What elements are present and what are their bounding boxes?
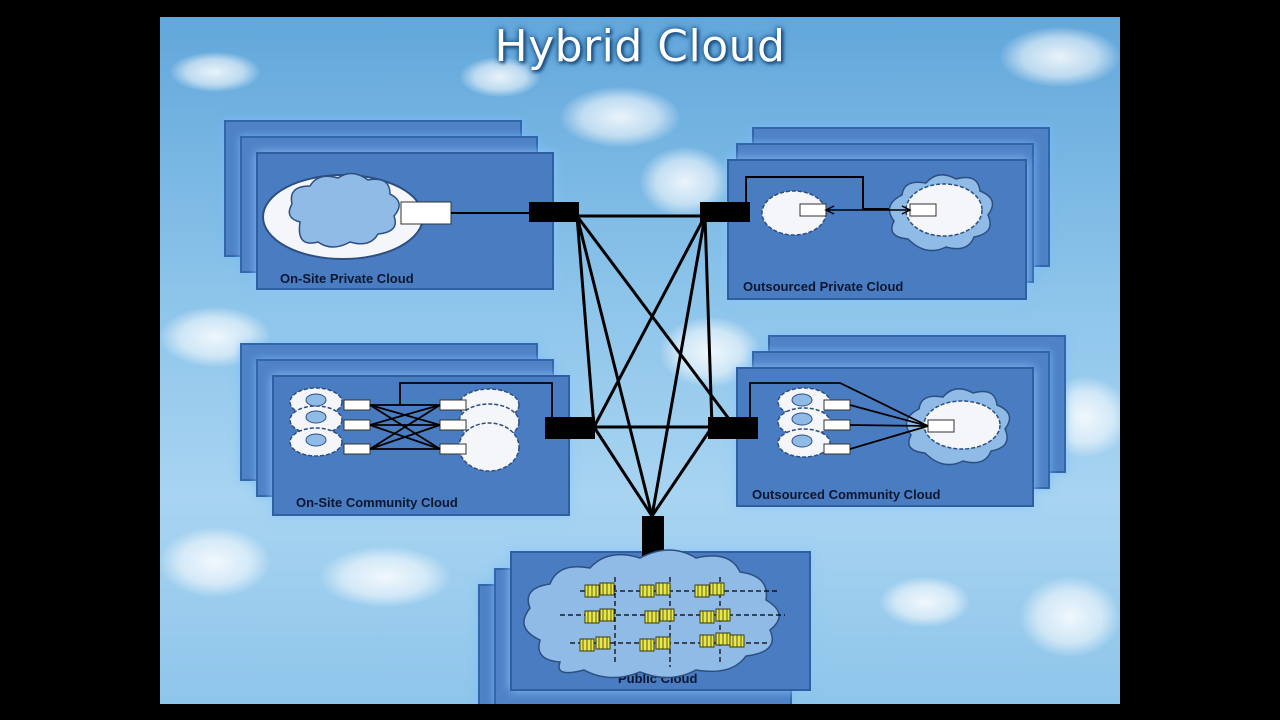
sky-cloud-decoration bbox=[170, 52, 260, 92]
sky-cloud-decoration bbox=[1020, 577, 1120, 657]
onsite-community-cloud-diagram bbox=[289, 382, 595, 472]
onsite-private-cloud-diagram bbox=[262, 172, 579, 260]
outsourced-community-cloud-diagram bbox=[708, 382, 1011, 466]
onsite-private-cloud-label: On-Site Private Cloud bbox=[280, 271, 414, 286]
outsourced-private-cloud-label: Outsourced Private Cloud bbox=[743, 279, 904, 294]
sky-cloud-decoration bbox=[160, 527, 270, 597]
outsourced-private-cloud-diagram bbox=[700, 174, 994, 252]
slide: Hybrid Cloud On-Site Private Cloud Outso… bbox=[160, 17, 1120, 704]
slide-title: Hybrid Cloud bbox=[494, 21, 786, 72]
outsourced-community-gateway-node bbox=[708, 417, 758, 439]
connector-mesh bbox=[575, 214, 737, 517]
sky-cloud-decoration bbox=[320, 547, 450, 607]
sky-cloud-decoration bbox=[1000, 27, 1120, 87]
onsite-private-gateway-node bbox=[529, 202, 579, 222]
outsourced-private-gateway-node bbox=[700, 202, 750, 222]
onsite-community-gateway-node bbox=[545, 417, 595, 439]
sky-cloud-decoration bbox=[460, 57, 540, 97]
sky-cloud-decoration bbox=[560, 87, 680, 147]
outsourced-community-cloud-label: Outsourced Community Cloud bbox=[752, 487, 941, 502]
public-cloud-diagram bbox=[523, 516, 785, 679]
sky-cloud-decoration bbox=[880, 577, 970, 627]
onsite-community-cloud-label: On-Site Community Cloud bbox=[296, 495, 458, 510]
hybrid-cloud-wiring bbox=[262, 172, 1011, 679]
